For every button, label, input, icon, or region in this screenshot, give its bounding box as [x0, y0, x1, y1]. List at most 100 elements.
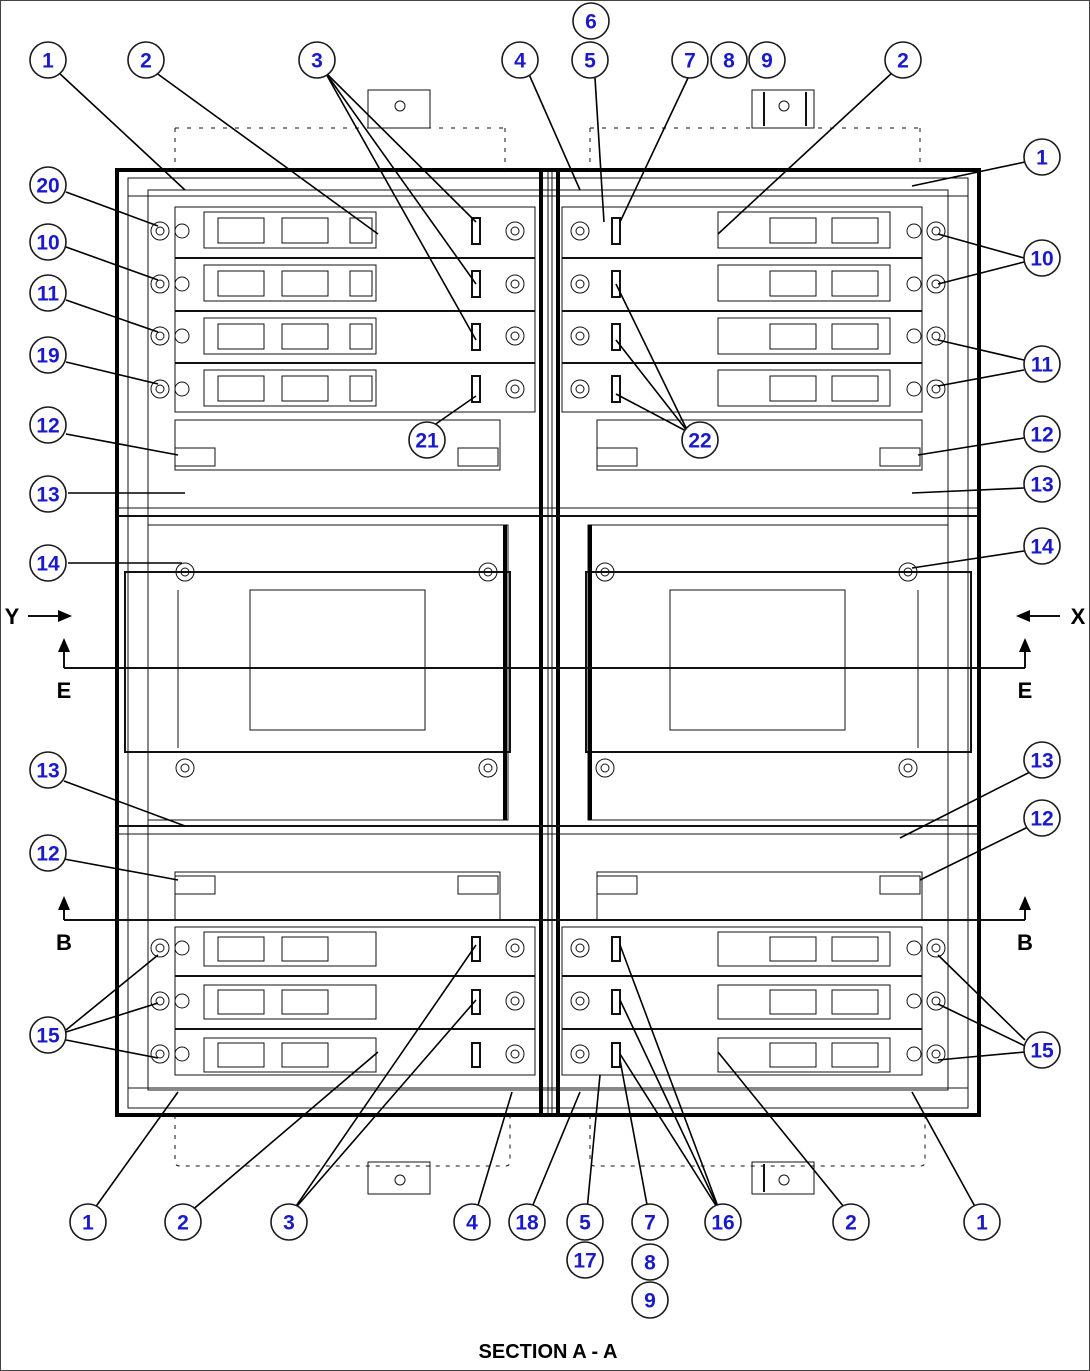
callout-19: 19 — [29, 336, 67, 374]
callout-15-r: 15 — [1023, 1031, 1061, 1069]
callout-balloon — [501, 41, 539, 79]
callout-1-bl: 1 — [69, 1203, 107, 1241]
callout-15-l: 15 — [29, 1016, 67, 1054]
callout-3-t: 3 — [298, 41, 336, 79]
callout-number: 4 — [514, 50, 526, 73]
callout-18: 18 — [508, 1203, 546, 1241]
callout-number: 16 — [711, 1212, 734, 1235]
callout-7-t: 7 — [671, 41, 709, 79]
callout-balloon — [508, 1203, 546, 1241]
callout-number: 9 — [761, 50, 773, 73]
callout-number: 11 — [37, 283, 60, 306]
callout-9-t: 9 — [748, 41, 786, 79]
callout-17: 17 — [566, 1241, 604, 1279]
enclosure — [115, 168, 981, 1117]
callout-balloon — [1023, 741, 1061, 779]
callout-12-bl: 12 — [29, 834, 67, 872]
module-stack-top-right — [561, 206, 946, 413]
module-stack-top-left — [150, 206, 536, 413]
callout-number: 12 — [36, 415, 59, 438]
callout-10-l: 10 — [29, 223, 67, 261]
callout-number: 22 — [688, 430, 711, 453]
callout-4-b: 4 — [453, 1203, 491, 1241]
section-label-x: X — [1071, 604, 1086, 629]
section-title: SECTION A - A — [479, 1341, 618, 1363]
callout-12-tl: 12 — [29, 406, 67, 444]
callout-number: 13 — [1030, 750, 1053, 773]
callout-balloon — [29, 544, 67, 582]
callout-balloon — [572, 2, 610, 40]
callout-balloon — [408, 421, 446, 459]
callout-number: 14 — [36, 553, 60, 576]
callout-balloon — [1023, 527, 1061, 565]
top-mounting-tabs — [174, 89, 921, 170]
callout-number: 8 — [723, 50, 735, 73]
callout-12-tr: 12 — [1023, 415, 1061, 453]
callout-4-t: 4 — [501, 41, 539, 79]
callout-number: 12 — [1030, 808, 1053, 831]
section-cut-lines — [28, 610, 1060, 921]
callout-13-br: 13 — [1023, 741, 1061, 779]
callout-13-tl: 13 — [29, 475, 67, 513]
section-label-e-right: E — [1018, 678, 1033, 703]
section-labels: Y X E E B B SECTION A - A — [5, 604, 1086, 1363]
callout-balloon — [29, 274, 67, 312]
callout-balloon — [1023, 138, 1061, 176]
callout-number: 2 — [140, 50, 152, 73]
callout-number: 13 — [36, 484, 59, 507]
callout-balloon — [298, 41, 336, 79]
callout-number: 13 — [1030, 474, 1053, 497]
callout-balloon — [704, 1203, 742, 1241]
callout-balloon — [1023, 345, 1061, 383]
callout-1-br: 1 — [963, 1203, 1001, 1241]
callout-balloon — [1023, 465, 1061, 503]
bottom-mounting-tabs — [174, 1115, 926, 1195]
callout-number: 3 — [283, 1212, 295, 1235]
callout-number: 2 — [897, 50, 909, 73]
callout-balloon — [270, 1203, 308, 1241]
callout-3-b: 3 — [270, 1203, 308, 1241]
callout-number: 1 — [42, 50, 54, 73]
callout-2-tl: 2 — [127, 41, 165, 79]
callout-balloon — [29, 1016, 67, 1054]
section-label-e-left: E — [57, 678, 72, 703]
callout-balloon — [1023, 1031, 1061, 1069]
callout-21: 21 — [408, 421, 446, 459]
callout-balloon — [832, 1203, 870, 1241]
callout-number: 7 — [684, 50, 696, 73]
callout-number: 8 — [644, 1252, 656, 1275]
callout-balloon — [29, 406, 67, 444]
callout-balloon — [29, 223, 67, 261]
module-stack-bottom-left — [150, 926, 536, 1076]
callout-12-br: 12 — [1023, 799, 1061, 837]
callout-9-b: 9 — [631, 1281, 669, 1319]
callout-number: 5 — [579, 1212, 591, 1235]
callout-balloon — [566, 1241, 604, 1279]
callout-balloon — [671, 41, 709, 79]
callout-balloon — [1023, 799, 1061, 837]
callout-number: 18 — [515, 1212, 539, 1235]
callout-balloon — [631, 1203, 669, 1241]
callout-5-b: 5 — [566, 1203, 604, 1241]
callout-balloon — [29, 475, 67, 513]
callout-number: 10 — [36, 232, 59, 255]
callout-balloon — [963, 1203, 1001, 1241]
callout-balloon — [29, 336, 67, 374]
callout-balloon — [884, 41, 922, 79]
callout-number: 20 — [36, 175, 59, 198]
callout-number: 4 — [466, 1212, 478, 1235]
callout-number: 15 — [36, 1025, 60, 1048]
callout-14-l: 14 — [29, 544, 67, 582]
upper-rails — [174, 419, 923, 471]
callout-number: 12 — [36, 843, 59, 866]
callout-balloon — [29, 834, 67, 872]
callout-balloon — [29, 166, 67, 204]
callout-number: 2 — [845, 1212, 857, 1235]
callout-balloon — [29, 41, 67, 79]
callout-7-b: 7 — [631, 1203, 669, 1241]
section-label-y: Y — [5, 604, 20, 629]
callout-number: 14 — [1030, 536, 1054, 559]
callout-balloon — [566, 1203, 604, 1241]
callout-13-bl: 13 — [29, 751, 67, 789]
